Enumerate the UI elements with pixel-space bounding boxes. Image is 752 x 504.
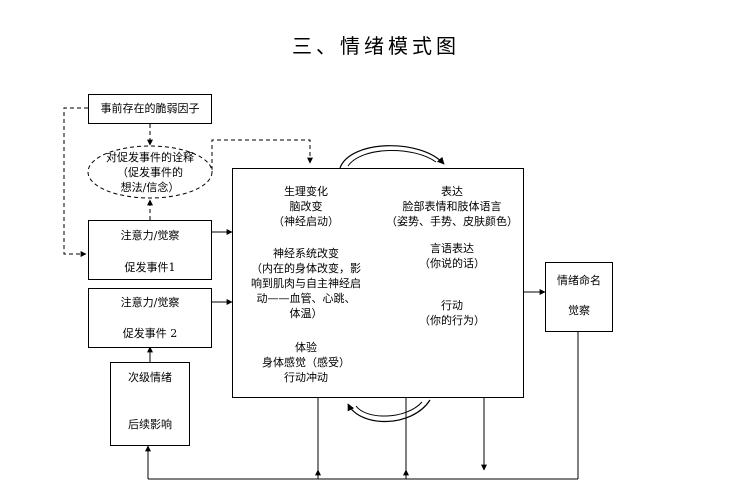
interpretation-ellipse bbox=[87, 145, 213, 199]
physiology-brain: 脑改变 bbox=[289, 200, 323, 213]
expression-action-note: （你的行为） bbox=[419, 314, 485, 327]
secondary-emotion-box bbox=[110, 362, 190, 446]
dashed-interpretation-physiology bbox=[211, 139, 313, 170]
event2-event: 促发事件 2 bbox=[122, 327, 178, 340]
page-title: 三、情绪模式图 bbox=[292, 34, 460, 58]
vulnerability-label: 事前存在的脆弱因子 bbox=[100, 102, 200, 115]
physiology-nervous: 神经系统改变 bbox=[273, 247, 339, 260]
secondary-emotion-label: 次级情绪 bbox=[128, 371, 172, 384]
secondary-aftereffect: 后续影响 bbox=[128, 418, 172, 431]
physiology-heading: 生理变化 bbox=[284, 185, 328, 198]
physiology-brain-note: （神经启动） bbox=[273, 215, 339, 228]
emotion-naming-awareness: 觉察 bbox=[568, 304, 590, 317]
expression-face-note: （姿势、手势、皮肤颜色） bbox=[386, 215, 518, 228]
physiology-nervous-note-2: 响到肌肉与自主神经启 bbox=[251, 277, 361, 290]
event2-box bbox=[88, 288, 212, 348]
emotion-naming-label: 情绪命名 bbox=[557, 274, 601, 287]
event1-event: 促发事件1 bbox=[124, 261, 176, 274]
physiology-nervous-note-4: 体温） bbox=[289, 307, 323, 320]
cycle-arrow-top-outer bbox=[347, 149, 437, 167]
physiology-experience: 体验 bbox=[295, 341, 317, 354]
dashed-loop-left bbox=[63, 107, 88, 257]
vulnerability-box bbox=[88, 94, 212, 124]
cycle-arrow-bottom bbox=[347, 399, 431, 423]
central-box bbox=[232, 168, 524, 398]
physiology-urge: 行动冲动 bbox=[284, 371, 328, 384]
physiology-sensation: 身体感觉（感受） bbox=[262, 356, 350, 369]
event1-box bbox=[88, 220, 212, 280]
interpretation-line3: 想法/信念） bbox=[120, 181, 180, 194]
expression-verbal: 言语表达 bbox=[430, 242, 474, 255]
expression-action: 行动 bbox=[441, 299, 463, 312]
expression-face: 脸部表情和肢体语言 bbox=[402, 200, 502, 213]
interpretation-line2: （促发事件的 bbox=[117, 166, 183, 179]
cycle-arrow-bottom-outer bbox=[355, 401, 423, 417]
event2-attention: 注意力/觉察 bbox=[120, 296, 180, 309]
expression-verbal-note: （你说的话） bbox=[419, 257, 485, 270]
emotion-naming-box bbox=[545, 262, 613, 332]
interpretation-line1: 对促发事件的诠释 bbox=[106, 151, 194, 164]
cycle-arrow-top bbox=[339, 145, 445, 169]
event1-attention: 注意力/觉察 bbox=[120, 229, 180, 242]
physiology-nervous-note-1: （内在的身体改变，影 bbox=[251, 262, 361, 275]
expression-heading: 表达 bbox=[441, 185, 463, 198]
physiology-nervous-note-3: 动——血管、心跳、 bbox=[256, 292, 356, 305]
